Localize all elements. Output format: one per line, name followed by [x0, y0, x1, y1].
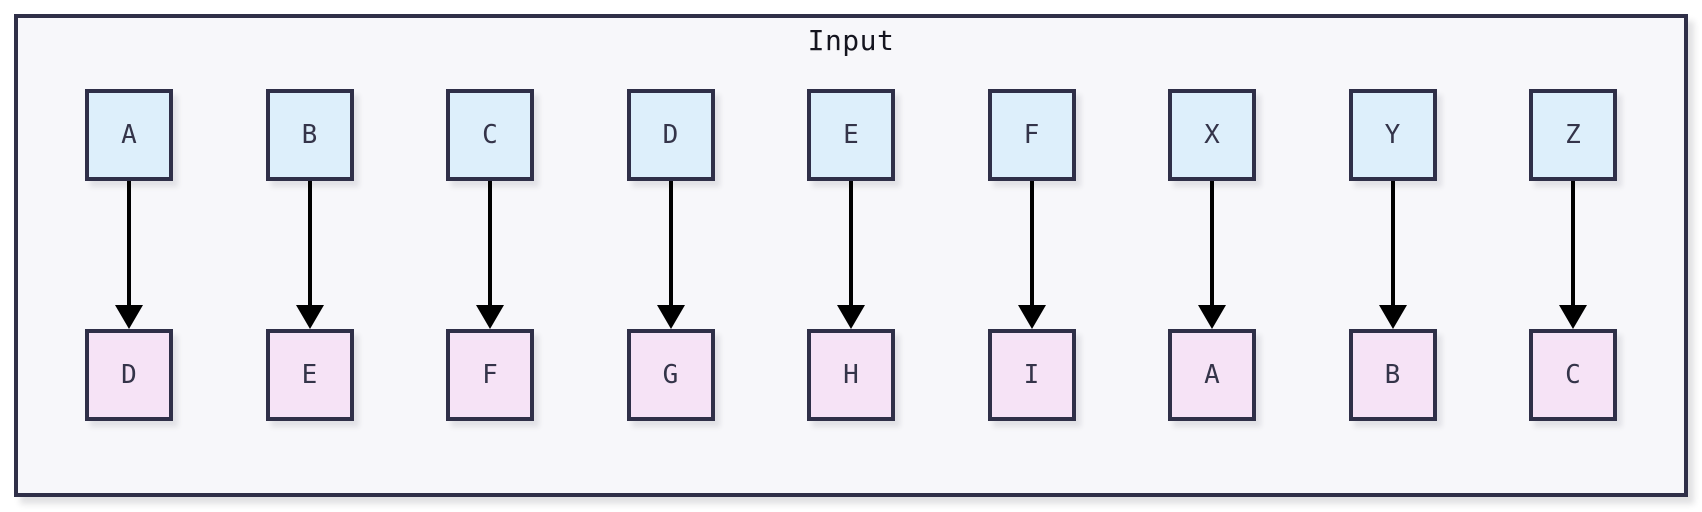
- down-arrow-icon: [1198, 181, 1226, 329]
- arrow-head: [115, 305, 143, 329]
- target-node: I: [987, 329, 1076, 421]
- target-node: D: [85, 329, 173, 421]
- source-node-label: B: [301, 120, 318, 150]
- target-node: B: [1348, 329, 1437, 421]
- target-node: G: [626, 329, 715, 421]
- target-node-label: I: [1023, 360, 1040, 390]
- down-arrow-icon: [115, 181, 143, 329]
- mapping-column: A D: [85, 89, 173, 421]
- target-node-label: B: [1384, 360, 1401, 390]
- arrow-shaft: [488, 181, 492, 305]
- target-node: A: [1168, 329, 1256, 421]
- mapping-row: A D B E C F: [18, 89, 1684, 421]
- down-arrow-icon: [295, 181, 324, 329]
- target-node-label: H: [843, 360, 859, 390]
- down-arrow-icon: [1017, 181, 1046, 329]
- source-node-label: C: [482, 120, 498, 150]
- target-node: C: [1529, 329, 1617, 421]
- target-node-label: C: [1565, 360, 1581, 390]
- source-node-label: Y: [1384, 120, 1401, 150]
- down-arrow-icon: [837, 181, 865, 329]
- target-node: F: [446, 329, 534, 421]
- arrow-shaft: [1390, 181, 1395, 305]
- target-node-label: F: [482, 360, 498, 390]
- arrow-shaft: [1210, 181, 1214, 305]
- target-node-label: G: [662, 360, 679, 390]
- input-frame: Input A D B E C: [14, 14, 1688, 497]
- source-node: X: [1168, 89, 1256, 181]
- mapping-column: B E: [265, 89, 354, 421]
- diagram-title: Input: [807, 24, 895, 57]
- arrow-shaft: [127, 181, 131, 305]
- source-node: E: [807, 89, 895, 181]
- source-node: B: [265, 89, 354, 181]
- source-node-label: D: [662, 120, 679, 150]
- mapping-column: F I: [987, 89, 1076, 421]
- target-node: H: [807, 329, 895, 421]
- arrow-head: [1198, 305, 1226, 329]
- source-node: Y: [1348, 89, 1437, 181]
- source-node: Z: [1529, 89, 1617, 181]
- source-node: F: [987, 89, 1076, 181]
- target-node: E: [265, 329, 354, 421]
- arrow-shaft: [1571, 181, 1575, 305]
- mapping-column: Z C: [1529, 89, 1617, 421]
- arrow-head: [1559, 305, 1587, 329]
- target-node-label: E: [301, 360, 318, 390]
- arrow-head: [1017, 305, 1046, 329]
- down-arrow-icon: [476, 181, 504, 329]
- arrow-shaft: [1029, 181, 1034, 305]
- mapping-column: D G: [626, 89, 715, 421]
- mapping-column: X A: [1168, 89, 1256, 421]
- arrow-head: [295, 305, 324, 329]
- arrow-head: [837, 305, 865, 329]
- down-arrow-icon: [1378, 181, 1407, 329]
- mapping-column: Y B: [1348, 89, 1437, 421]
- source-node: D: [626, 89, 715, 181]
- source-node-label: F: [1023, 120, 1040, 150]
- source-node-label: X: [1204, 120, 1220, 150]
- arrow-shaft: [849, 181, 853, 305]
- target-node-label: A: [1204, 360, 1220, 390]
- target-node-label: D: [121, 360, 137, 390]
- down-arrow-icon: [1559, 181, 1587, 329]
- arrow-head: [656, 305, 685, 329]
- mapping-column: C F: [446, 89, 534, 421]
- arrow-shaft: [668, 181, 673, 305]
- source-node-label: Z: [1565, 120, 1581, 150]
- arrow-head: [1378, 305, 1407, 329]
- mapping-column: E H: [807, 89, 895, 421]
- source-node: C: [446, 89, 534, 181]
- down-arrow-icon: [656, 181, 685, 329]
- arrow-head: [476, 305, 504, 329]
- source-node-label: A: [121, 120, 137, 150]
- source-node-label: E: [843, 120, 859, 150]
- arrow-shaft: [307, 181, 312, 305]
- source-node: A: [85, 89, 173, 181]
